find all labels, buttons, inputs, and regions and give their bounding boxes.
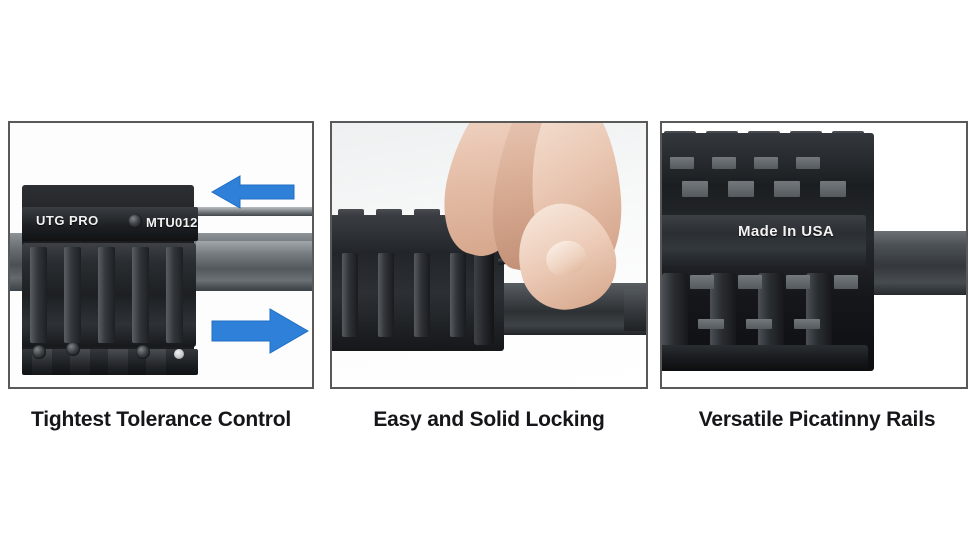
panel-caption-row: Tightest Tolerance Control Easy and Soli… — [0, 398, 978, 442]
panel-3-caption: Versatile Picatinny Rails — [698, 408, 936, 431]
rail-lower-tooth — [146, 349, 166, 375]
rail-vertical-rib — [710, 273, 736, 359]
clamp-screw — [136, 345, 150, 359]
rail-top-plate — [22, 207, 198, 241]
panel-2-caption: Easy and Solid Locking — [373, 408, 605, 431]
mount-pin-hole — [174, 349, 184, 359]
rail-inset — [754, 157, 778, 169]
panel-3-photo: Made In USA — [662, 123, 966, 387]
rail-vertical-rib — [342, 253, 358, 337]
rail-vertical-rib — [378, 253, 394, 337]
rail-lower-tooth — [108, 349, 128, 375]
rail-inset — [820, 181, 846, 197]
rail-vertical-rib — [64, 247, 81, 343]
rail-inset — [670, 157, 694, 169]
panel-1-photo: UTG PRO MTU012 — [10, 123, 312, 387]
clamp-screw — [66, 342, 80, 356]
panel-1-column: UTG PRO MTU012 — [8, 121, 314, 389]
rail-inset — [698, 319, 724, 329]
rail-inset — [746, 319, 772, 329]
panel-2-photo-frame — [330, 121, 648, 389]
origin-marking: Made In USA — [738, 223, 835, 240]
rail-inset — [834, 275, 858, 289]
rail-lower-bar — [662, 345, 868, 371]
rail-engraving-band — [662, 215, 866, 267]
panel-image-row: UTG PRO MTU012 — [0, 121, 978, 389]
rifle-barrel-segment — [624, 289, 646, 331]
rail-vertical-rib — [450, 253, 466, 337]
lock-collar — [474, 249, 494, 345]
rail-inset — [794, 319, 820, 329]
panel-1-photo-frame: UTG PRO MTU012 — [8, 121, 314, 389]
rail-vertical-rib — [30, 247, 47, 343]
panel-1-caption: Tightest Tolerance Control — [30, 408, 292, 431]
rail-inset — [738, 275, 762, 289]
rail-vertical-rib — [132, 247, 149, 343]
rail-inset — [712, 157, 736, 169]
panel-3-column: Made In USA — [660, 121, 968, 389]
model-marking: MTU012 — [146, 215, 198, 230]
rail-inset — [690, 275, 714, 289]
rail-vertical-rib — [662, 273, 688, 359]
mount-screw — [128, 214, 142, 228]
rail-vertical-rib — [166, 247, 183, 343]
gas-tube-rod — [162, 207, 312, 216]
arrow-right-icon — [211, 308, 309, 354]
rail-inset — [728, 181, 754, 197]
brand-marking: UTG PRO — [36, 213, 99, 228]
rail-inset — [682, 181, 708, 197]
rail-vertical-rib — [758, 273, 784, 359]
panel-3-photo-frame: Made In USA — [660, 121, 968, 389]
clamp-screw — [32, 345, 46, 359]
rail-vertical-rib — [806, 273, 832, 359]
rail-vertical-rib — [98, 247, 115, 343]
rail-inset — [786, 275, 810, 289]
rifle-barrel-taper — [196, 241, 312, 289]
rail-inset — [796, 157, 820, 169]
rail-vertical-rib — [414, 253, 430, 337]
panel-2-photo — [332, 123, 646, 387]
panel-2-column — [330, 121, 648, 389]
arrow-left-icon — [210, 175, 295, 209]
rail-inset — [774, 181, 800, 197]
